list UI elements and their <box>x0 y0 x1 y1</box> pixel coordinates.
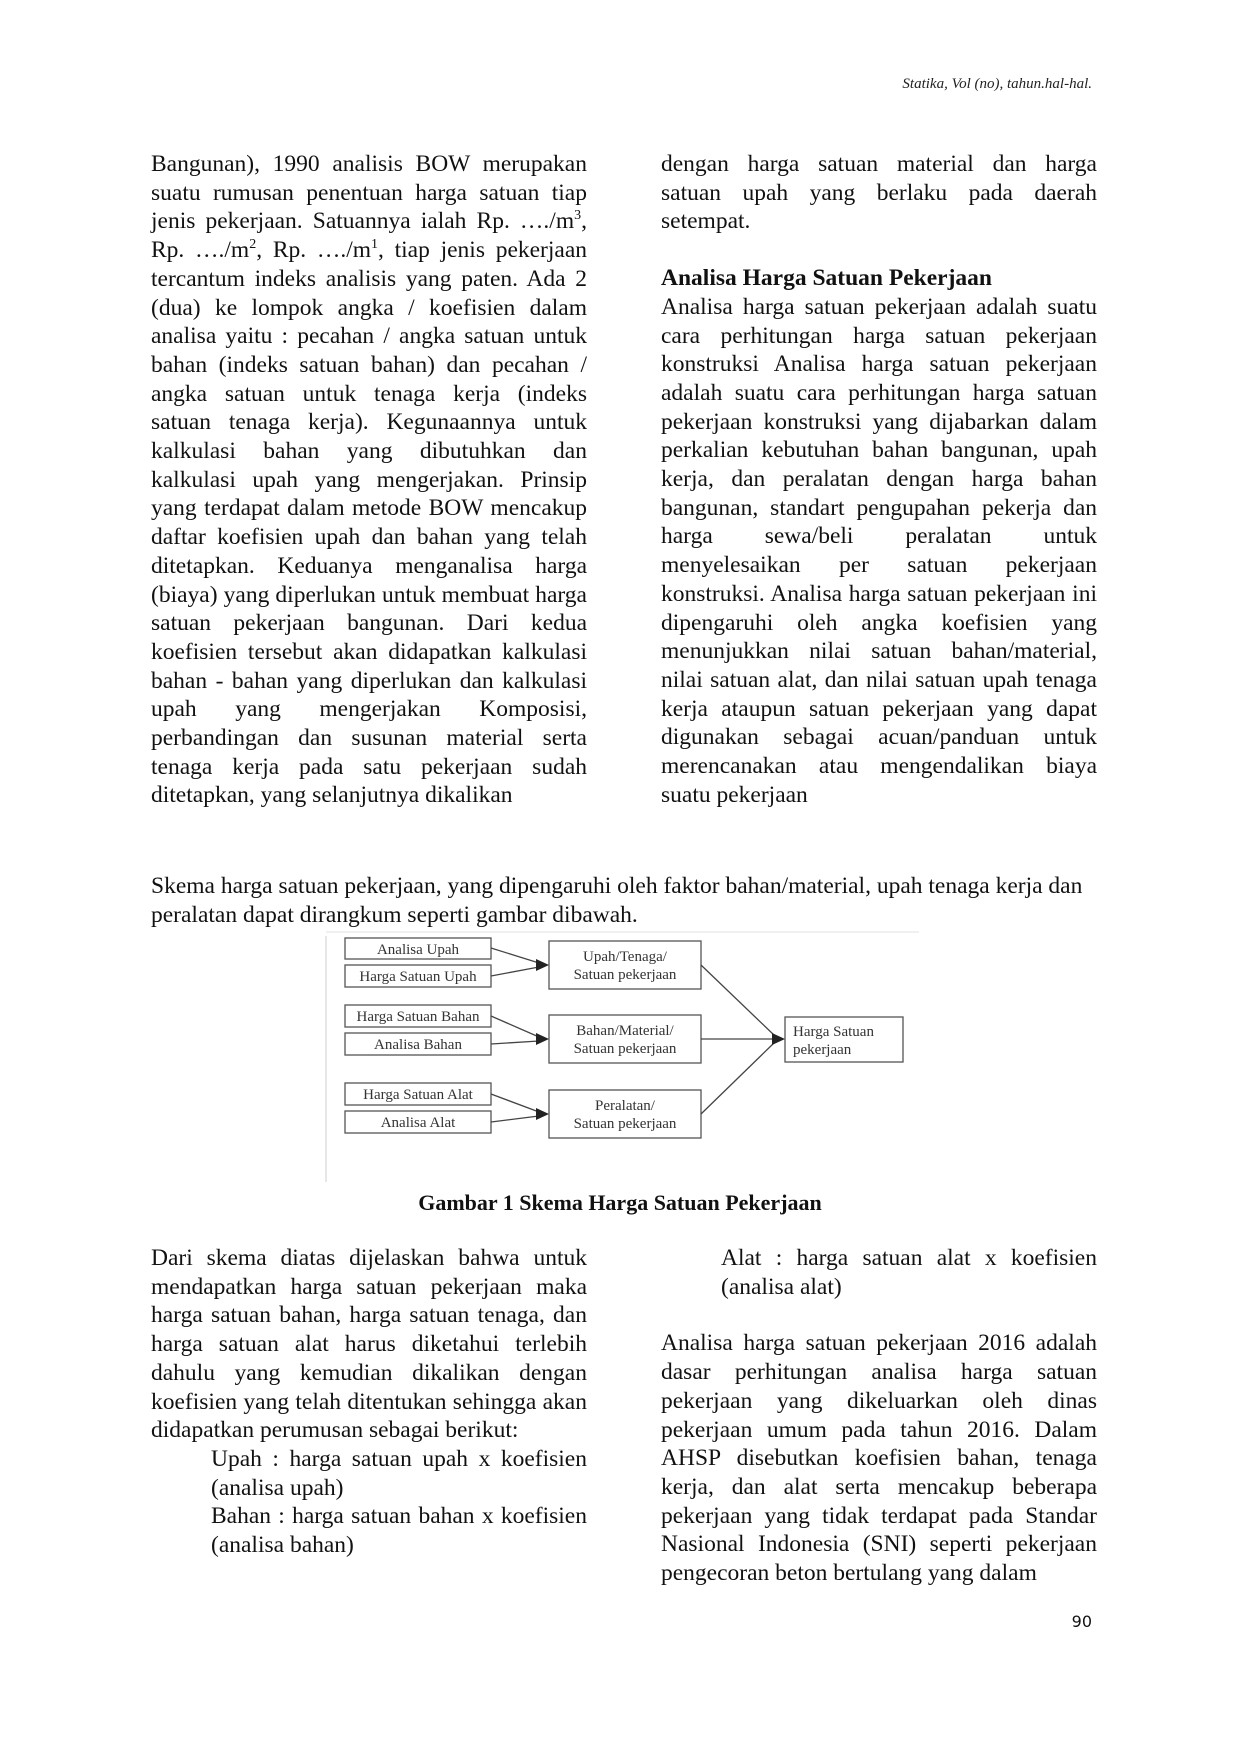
formula-alat: Alat : harga satuan alat x koefisien (an… <box>721 1245 1097 1300</box>
paragraph-continuation: dengan harga satuan material dan harga s… <box>661 151 1097 235</box>
mid-label-3b: Satuan pekerjaan <box>574 1116 677 1132</box>
paragraph-ahsp: Analisa harga satuan pekerjaan 2016 adal… <box>661 1330 1097 1587</box>
paragraph-skema: Dari skema diatas dijelaskan bahwa untuk… <box>151 1245 587 1444</box>
formula-upah: Upah : harga satuan upah x koefisien (an… <box>211 1445 587 1501</box>
mid-label-3a: Peralatan/ <box>595 1098 656 1114</box>
left-column-top: Bangunan), 1990 analisis BOW merupakan s… <box>151 150 587 810</box>
input-label-3: Harga Satuan Bahan <box>356 1009 480 1025</box>
input-label-4: Analisa Bahan <box>374 1037 462 1053</box>
paragraph-bow: Bangunan), 1990 analisis BOW merupakan s… <box>151 151 588 809</box>
input-label-2: Harga Satuan Upah <box>359 969 477 985</box>
section-heading: Analisa Harga Satuan Pekerjaan <box>661 265 992 292</box>
input-label-5: Harga Satuan Alat <box>363 1087 474 1103</box>
spacer <box>661 1301 1097 1329</box>
right-column-bottom: Alat : harga satuan alat x koefisien (an… <box>661 1244 1097 1588</box>
mid-label-2b: Satuan pekerjaan <box>574 1041 677 1057</box>
mid-label-2a: Bahan/Material/ <box>576 1023 674 1039</box>
output-label-a: Harga Satuan <box>793 1024 874 1040</box>
figure-intro-text: Skema harga satuan pekerjaan, yang dipen… <box>151 873 1083 928</box>
diagram-svg: Analisa Upah Harga Satuan Upah Harga Sat… <box>323 930 921 1188</box>
figure-caption: Gambar 1 Skema Harga Satuan Pekerjaan <box>418 1190 822 1215</box>
input-label-6: Analisa Alat <box>381 1115 456 1131</box>
mid-label-1b: Satuan pekerjaan <box>574 967 677 983</box>
output-label-b: pekerjaan <box>793 1042 852 1058</box>
formula-bahan: Bahan : harga satuan bahan x koefisien (… <box>211 1503 587 1559</box>
page-number: 90 <box>1071 1612 1092 1631</box>
left-column-bottom: Dari skema diatas dijelaskan bahwa untuk… <box>151 1244 587 1560</box>
running-head: Statika, Vol (no), tahun.hal-hal. <box>902 76 1092 92</box>
mid-label-1a: Upah/Tenaga/ <box>583 949 668 965</box>
output-box <box>784 1016 904 1063</box>
right-column-top: dengan harga satuan material dan harga s… <box>661 150 1097 809</box>
paragraph-analisa: Analisa harga satuan pekerjaan adalah su… <box>661 293 1097 808</box>
figure-diagram: Analisa Upah Harga Satuan Upah Harga Sat… <box>323 930 921 1188</box>
input-label-1: Analisa Upah <box>377 942 460 958</box>
